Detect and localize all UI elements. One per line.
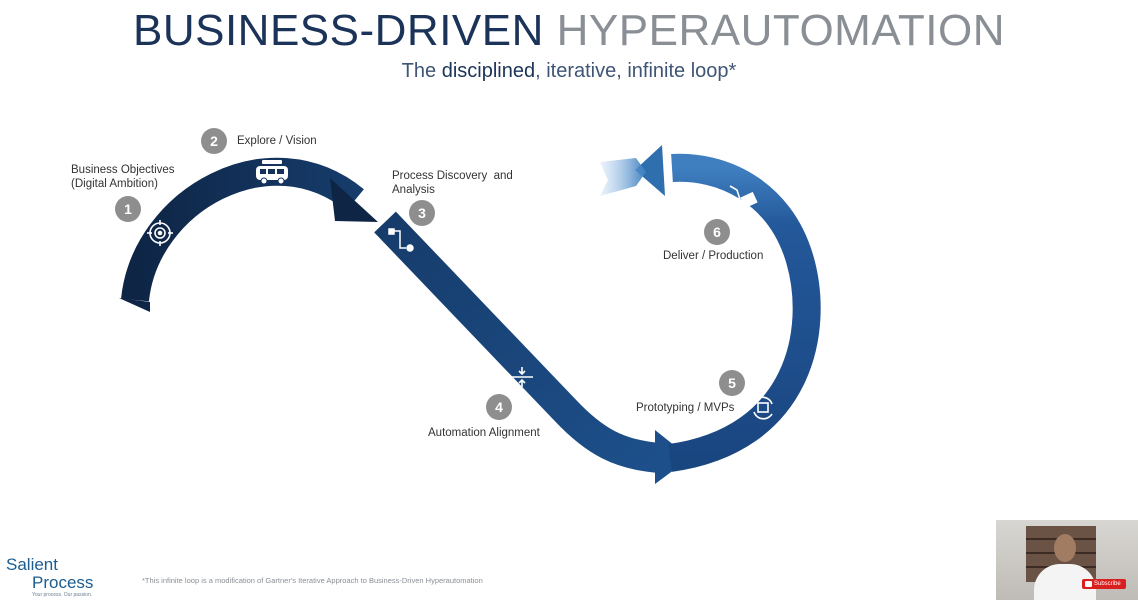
step-badge-1: 1 (115, 196, 141, 222)
title-part-2: HYPERAUTOMATION (556, 6, 1005, 55)
van-icon (256, 160, 288, 185)
step-label-3-line1: Process Discovery and (392, 170, 513, 182)
step-label-5-line1: Prototyping / MVPs (636, 402, 735, 414)
step-label-4-line1: Automation Alignment (428, 427, 540, 439)
footnote: *This infinite loop is a modification of… (142, 576, 483, 585)
step-label-3-line2: Analysis (392, 184, 435, 196)
step-badge-2: 2 (201, 128, 227, 154)
step-label-2: Explore / Vision (237, 134, 317, 148)
arrowhead-loop-back (635, 145, 665, 196)
cycle-box-icon (753, 396, 773, 420)
presenter-video[interactable]: Subscribe (996, 520, 1138, 600)
step-label-1-line1: Business Objectives (71, 164, 175, 176)
page-title: BUSINESS-DRIVEN HYPERAUTOMATION (0, 6, 1138, 56)
loop-segment-right (667, 153, 821, 472)
target-icon (147, 220, 173, 246)
subtitle-prefix: The (401, 60, 437, 82)
logo-line-2: Process (32, 573, 94, 592)
loop-segment-diagonal (374, 211, 662, 473)
page-subtitle: The disciplined, iterative, infinite loo… (0, 60, 1138, 83)
step-label-2-line1: Explore / Vision (237, 135, 317, 147)
hand-truck-icon (729, 185, 758, 214)
step-label-1-line2: (Digital Ambition) (71, 178, 158, 190)
logo-tagline: Your process. Our passion. (32, 592, 93, 598)
loop-segment-objectives (121, 157, 364, 302)
loop-tail-left (119, 298, 150, 312)
arrowhead-explore (330, 178, 378, 222)
logo-line-1: Salient (6, 555, 58, 574)
step-badge-3: 3 (409, 200, 435, 226)
step-label-6-line1: Deliver / Production (663, 250, 764, 262)
align-icon (511, 367, 533, 387)
title-part-1: BUSINESS-DRIVEN (132, 6, 544, 55)
step-label-1: Business Objectives (Digital Ambition) (71, 163, 175, 191)
salient-process-logo: Salient Process Your process. Our passio… (6, 555, 94, 599)
step-label-5: Prototyping / MVPs (636, 401, 734, 415)
subtitle-emphasis: disciplined (441, 60, 536, 82)
step-label-4: Automation Alignment (428, 426, 540, 440)
step-label-3: Process Discovery and Analysis (392, 169, 513, 197)
process-flow-icon (388, 228, 414, 252)
step-badge-6: 6 (704, 219, 730, 245)
step-badge-5: 5 (719, 370, 745, 396)
subtitle-suffix: , iterative, infinite loop* (535, 60, 737, 82)
step-badge-4: 4 (486, 394, 512, 420)
presenter-head (1054, 534, 1076, 562)
step-label-6: Deliver / Production (663, 249, 763, 263)
subscribe-button[interactable]: Subscribe (1082, 579, 1126, 589)
loop-tail-fade (600, 158, 646, 196)
